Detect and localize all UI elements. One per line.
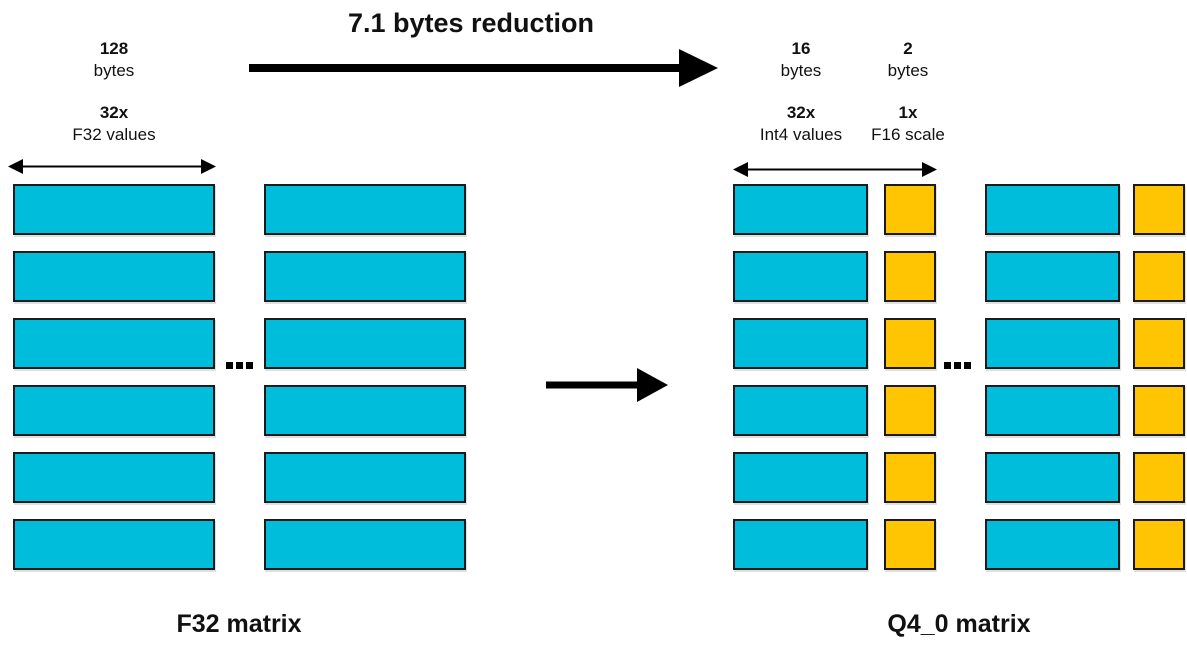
int4-bytes-value: 16 [791,39,811,58]
values-block [264,184,466,235]
scale-block [884,251,936,302]
scale-block [1133,385,1185,436]
values-block [264,519,466,570]
dot [246,362,253,369]
int4-bytes-unit: bytes [780,61,822,80]
f32-span-multiplier: 32x [99,103,129,122]
reduction-arrow-icon [249,49,718,87]
values-block [13,184,215,235]
values-block [264,452,466,503]
values-block [985,318,1120,369]
values-block [985,251,1120,302]
values-block [13,452,215,503]
values-block [733,452,868,503]
values-block [264,251,466,302]
f32-bytes-unit: bytes [93,61,135,80]
scale-block [1133,184,1185,235]
dot [226,362,233,369]
f32-matrix-column-2 [264,184,466,570]
values-block [13,251,215,302]
reduction-title: 7.1 bytes reduction [347,8,595,38]
values-block [985,385,1120,436]
values-block [733,184,868,235]
dot [236,362,243,369]
scale-block [884,519,936,570]
values-block [985,452,1120,503]
f32-span-description: F32 values [72,125,156,144]
scale-bytes-value: 2 [903,39,913,58]
values-block [264,385,466,436]
int4-span-multiplier: 32x [786,103,816,122]
values-block [13,385,215,436]
scale-block [884,452,936,503]
f32-span-arrow-icon [8,159,216,174]
q4-matrix-group2-int4-column [985,184,1120,570]
ellipsis-icon [226,362,253,369]
f32-matrix-column-1 [13,184,215,570]
scale-block [884,318,936,369]
transform-arrow-icon [546,368,668,402]
dot [964,362,971,369]
scale-block [884,184,936,235]
q4-matrix-label: Q4_0 matrix [887,610,1031,638]
values-block [985,184,1120,235]
scale-block [1133,251,1185,302]
q4-span-arrow-icon [733,162,937,177]
q4-matrix-group1-int4-column [733,184,868,570]
scale-bytes-unit: bytes [887,61,929,80]
f32-matrix-label: F32 matrix [176,610,302,638]
q4-matrix-group1-scale-column [884,184,936,570]
f32-bytes-value: 128 [99,39,129,58]
scale-block [1133,318,1185,369]
scale-span-description: F16 scale [871,125,945,144]
dot [954,362,961,369]
values-block [13,318,215,369]
dot [944,362,951,369]
values-block [985,519,1120,570]
int4-span-description: Int4 values [759,125,843,144]
values-block [733,318,868,369]
values-block [13,519,215,570]
values-block [264,318,466,369]
values-block [733,385,868,436]
scale-block [1133,519,1185,570]
ellipsis-icon [944,362,971,369]
values-block [733,251,868,302]
scale-block [1133,452,1185,503]
values-block [733,519,868,570]
scale-span-multiplier: 1x [898,103,918,122]
q4-matrix-group2-scale-column [1133,184,1185,570]
scale-block [884,385,936,436]
